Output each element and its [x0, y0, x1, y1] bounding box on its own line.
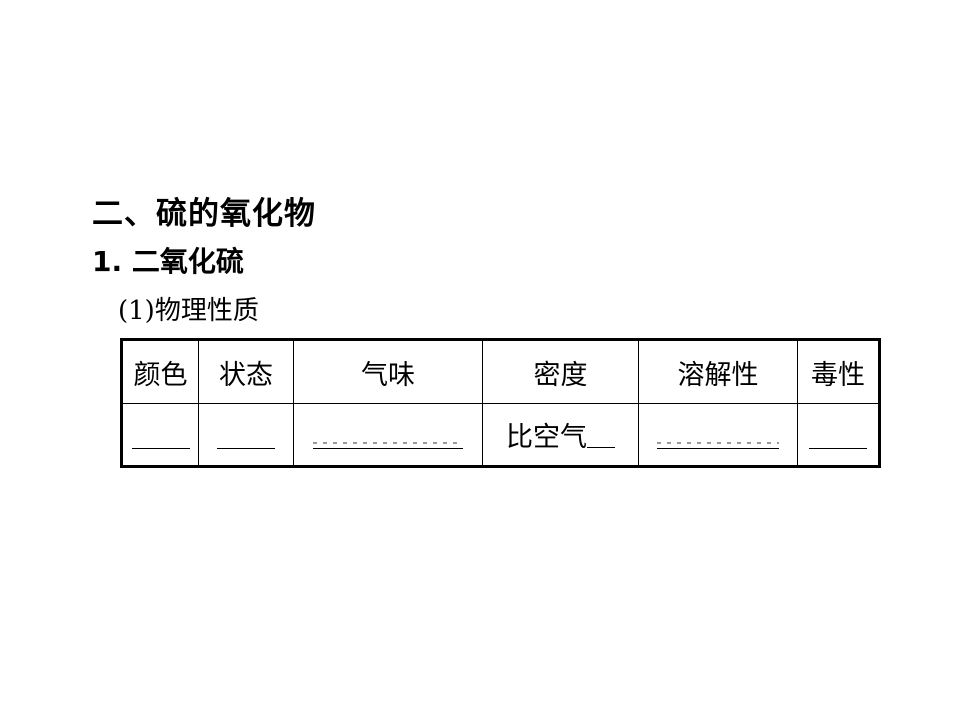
subsection-title: 1. 二氧化硫 [92, 245, 244, 278]
physical-properties-table: 颜色 状态 气味 密度 溶解性 毒性 比空气 [120, 338, 881, 468]
header-toxicity: 毒性 [797, 339, 880, 404]
table-answer-row: 比空气 [121, 403, 880, 467]
answer-cell-solubility [638, 403, 798, 467]
header-state: 状态 [198, 339, 294, 404]
header-odor: 气味 [293, 339, 483, 404]
header-color: 颜色 [121, 339, 199, 404]
header-solubility: 溶解性 [638, 339, 798, 404]
density-prefix-text: 比空气 [506, 422, 587, 453]
blank-line-odor [313, 422, 463, 449]
blank-line-density [587, 421, 615, 448]
answer-cell-color [121, 403, 199, 467]
blank-line-solubility [657, 422, 779, 449]
section-title: 二、硫的氧化物 [92, 196, 316, 232]
answer-cell-state [198, 403, 294, 467]
header-density: 密度 [482, 339, 639, 404]
item-title: (1)物理性质 [118, 296, 259, 326]
blank-line-state [217, 422, 275, 449]
blank-line-toxicity [809, 422, 867, 449]
blank-line-color [131, 422, 190, 449]
table-header-row: 颜色 状态 气味 密度 溶解性 毒性 [121, 339, 880, 404]
answer-cell-density: 比空气 [482, 403, 639, 467]
answer-cell-odor [293, 403, 483, 467]
answer-cell-toxicity [797, 403, 880, 467]
